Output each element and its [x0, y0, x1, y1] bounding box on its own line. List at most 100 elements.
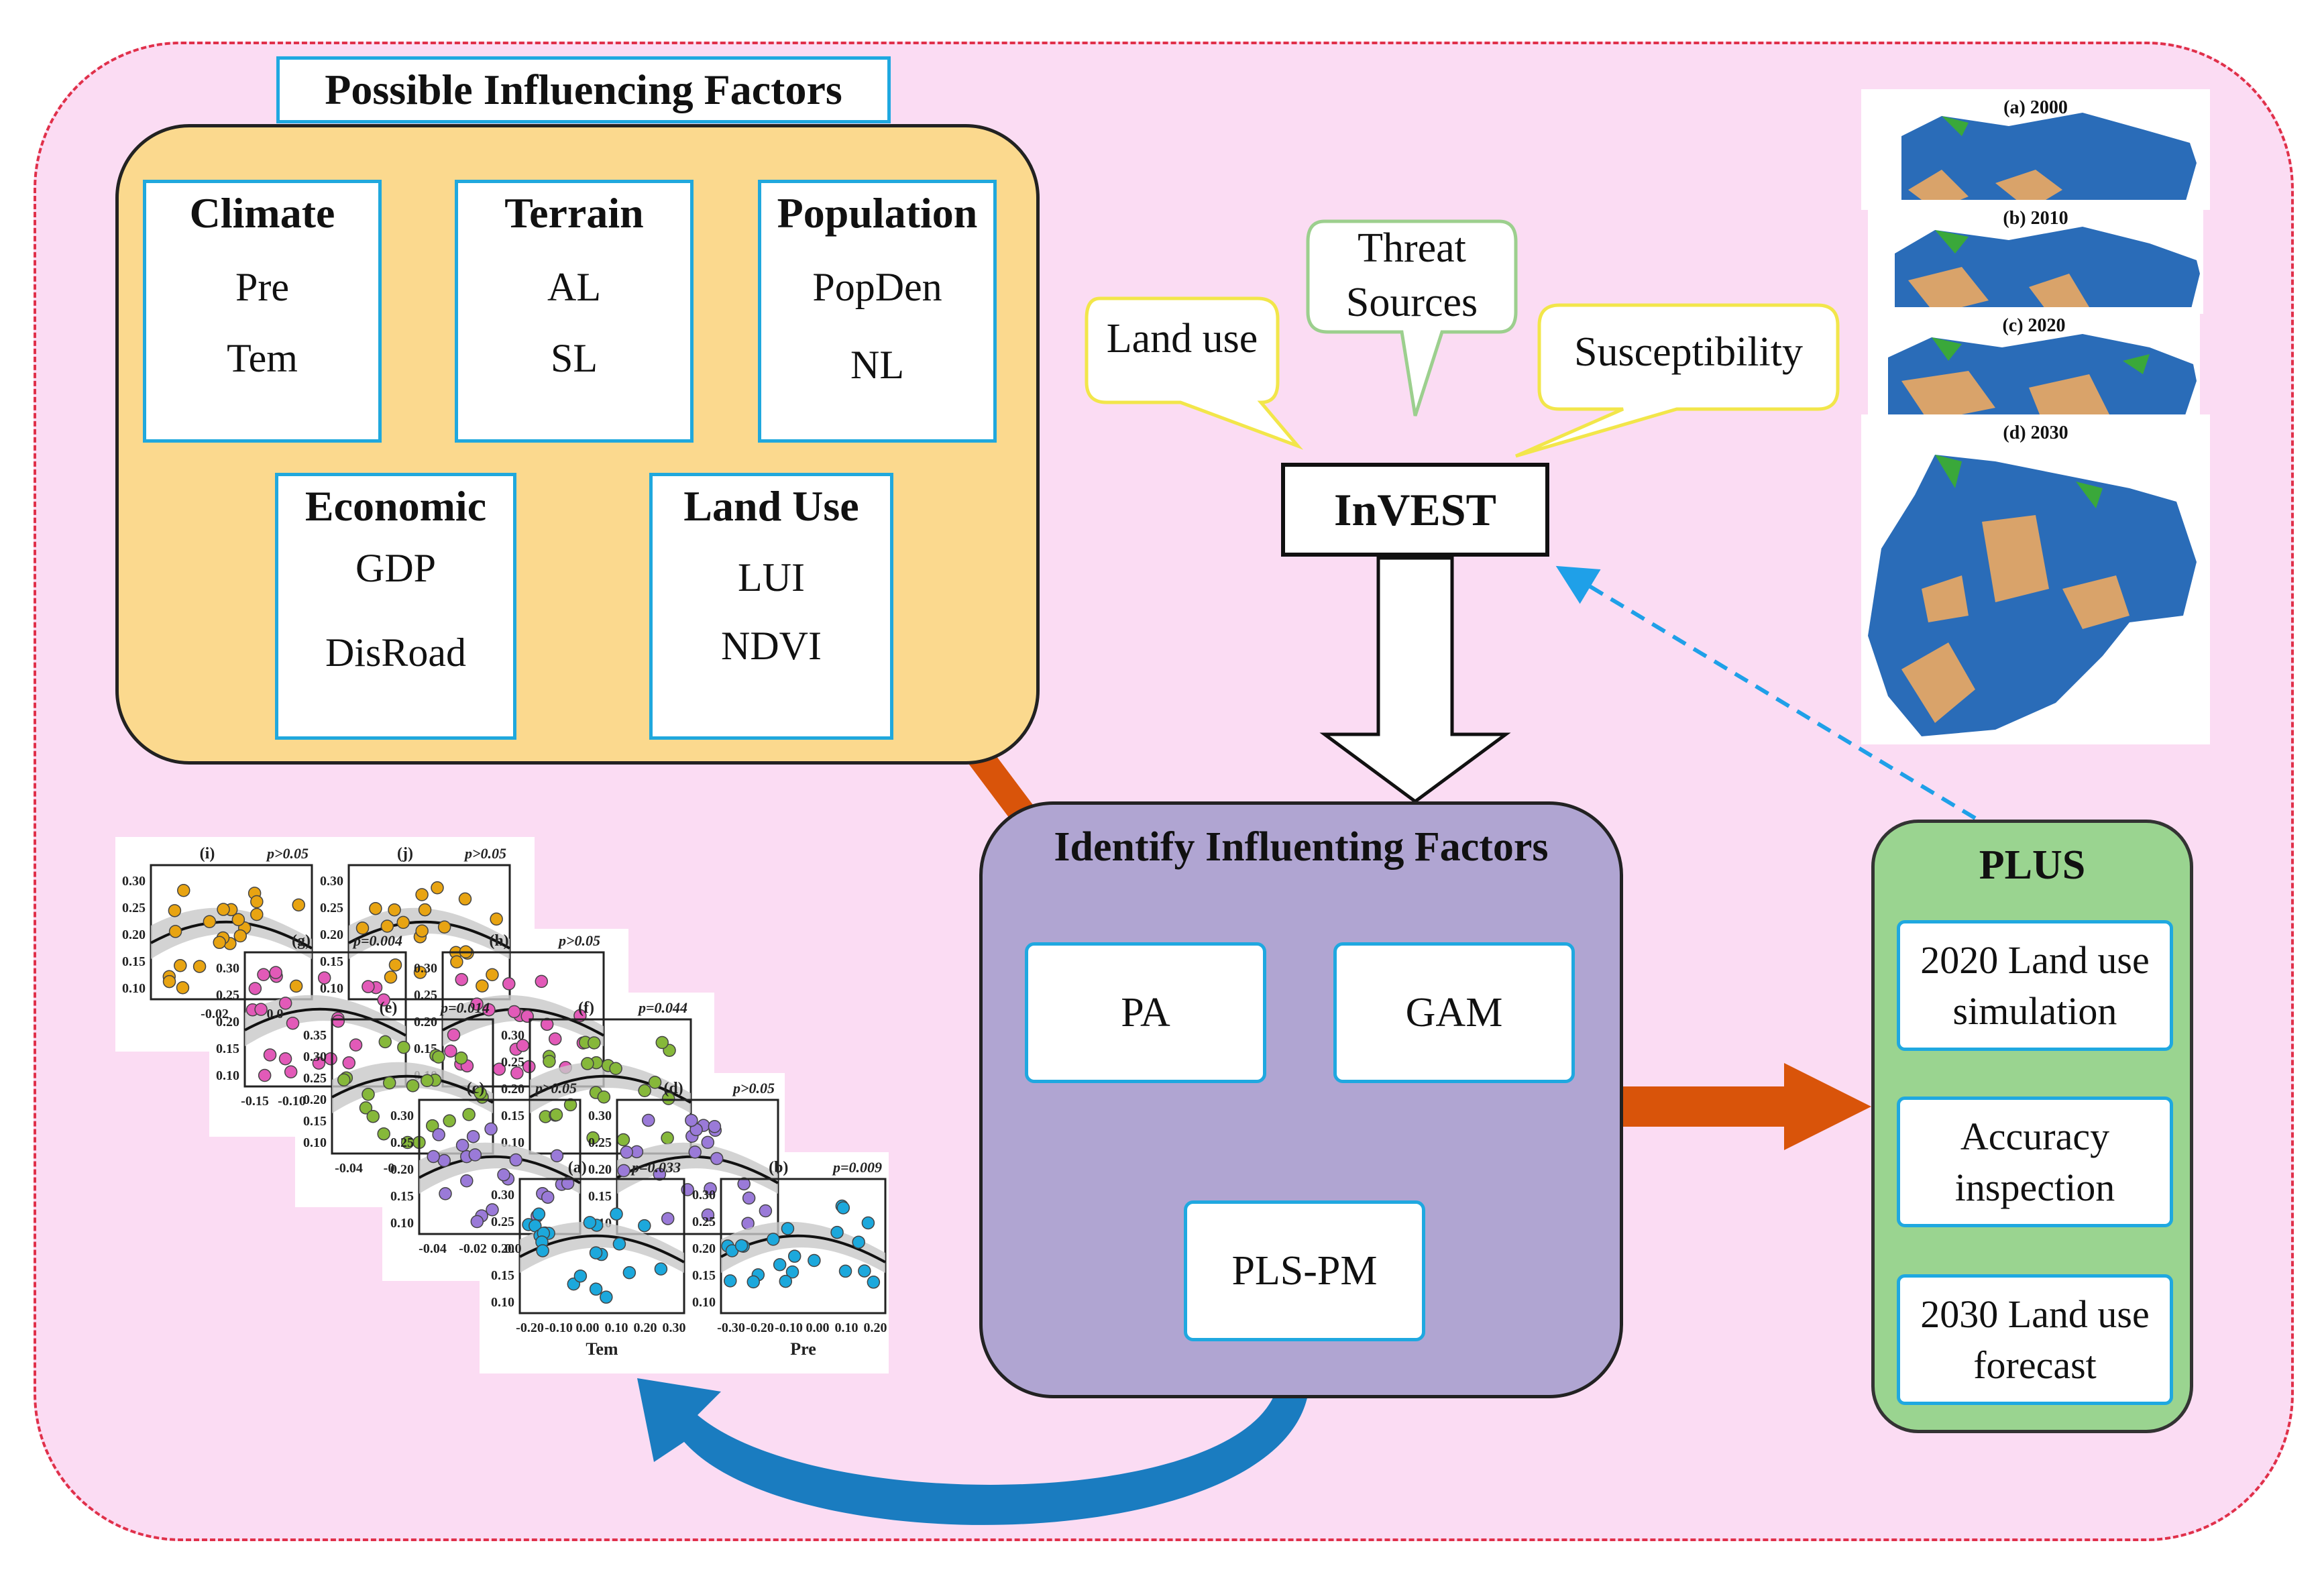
y-tick-label: 0.15: [491, 1268, 514, 1283]
data-point: [852, 1235, 865, 1249]
gam-node: GAM: [1333, 942, 1575, 1083]
data-point: [830, 1225, 844, 1239]
y-tick-label: 0.30: [390, 1109, 414, 1123]
landuse-box: Land Use LUI NDVI: [649, 473, 893, 740]
y-tick-label: 0.10: [320, 981, 343, 996]
fit-line: [616, 1155, 779, 1184]
y-tick-label: 0.25: [216, 988, 239, 1003]
panel-p-value: p>0.05: [463, 845, 506, 862]
data-point: [377, 993, 390, 1007]
plus-step2-line2: inspection: [1954, 1165, 2115, 1209]
x-tick-label: -0: [384, 1161, 395, 1176]
data-point: [581, 1057, 594, 1070]
data-point: [532, 1207, 546, 1221]
data-point: [583, 1216, 597, 1229]
data-point: [617, 1164, 630, 1178]
data-point: [648, 1076, 662, 1089]
data-point: [661, 1212, 675, 1225]
data-point: [289, 979, 303, 993]
data-point: [759, 1204, 773, 1218]
data-point: [324, 1052, 337, 1066]
threat-sources-callout-shape: [1306, 219, 1518, 416]
data-point: [258, 1068, 272, 1082]
data-point: [192, 960, 207, 973]
plus-step2-line1: Accuracy: [1960, 1115, 2110, 1159]
data-point: [510, 1066, 524, 1080]
x-axis-label-tem: Tem: [586, 1339, 618, 1359]
data-point: [836, 1201, 850, 1215]
y-tick-label: 0.30: [692, 1188, 716, 1202]
population-item-nl: NL: [850, 343, 904, 387]
panel-p-value: p=0.004: [352, 932, 402, 949]
data-point: [292, 898, 306, 912]
data-point: [278, 997, 292, 1010]
data-point: [540, 1017, 554, 1031]
confidence-band: [151, 907, 312, 959]
data-point: [654, 1262, 668, 1276]
population-heading: Population: [777, 189, 978, 237]
data-point: [425, 1119, 439, 1133]
y-tick-label: 0.20: [692, 1241, 716, 1256]
pa-node: PA: [1025, 942, 1266, 1083]
plus-step-simulation: 2020 Land use simulation: [1897, 920, 2173, 1051]
data-point: [415, 888, 429, 901]
data-point: [369, 901, 382, 915]
data-point: [773, 1257, 787, 1272]
data-point: [638, 1219, 651, 1233]
panel-label: (d): [663, 1080, 683, 1097]
data-point: [746, 1275, 761, 1289]
data-point: [476, 979, 489, 993]
data-point: [597, 1090, 611, 1104]
confidence-band: [419, 1142, 580, 1194]
data-point: [400, 1135, 414, 1149]
data-point: [838, 1264, 852, 1278]
data-point: [359, 1101, 373, 1115]
data-point: [612, 1237, 626, 1251]
y-tick-label: 0.25: [501, 1055, 524, 1070]
economic-heading: Economic: [305, 482, 487, 530]
data-point: [779, 1274, 793, 1288]
y-tick-label: 0.10: [390, 1216, 414, 1231]
y-tick-label: 0.25: [414, 988, 437, 1003]
panel-label: (b): [769, 1159, 788, 1176]
climate-item-tem: Tem: [227, 336, 298, 380]
plus-step-accuracy: Accuracy inspection: [1897, 1097, 2173, 1227]
y-tick-label: 0.15: [216, 1042, 239, 1056]
economic-item-disroad: DisRoad: [325, 630, 466, 675]
data-point: [661, 1092, 675, 1105]
x-tick-label: 0.20: [864, 1321, 887, 1335]
data-point: [380, 919, 394, 933]
panel-label: (f): [578, 999, 594, 1017]
data-point: [454, 1051, 468, 1065]
data-point: [787, 1249, 801, 1263]
panel-label: (i): [200, 845, 215, 862]
plspm-node: PLS-PM: [1184, 1200, 1425, 1341]
data-point: [609, 1062, 622, 1075]
economic-item-gdp: GDP: [355, 546, 437, 590]
data-point: [337, 1073, 351, 1087]
map-2020-graphic: [1888, 334, 2197, 421]
data-point: [486, 968, 499, 982]
y-tick-label: 0.20: [320, 928, 343, 942]
data-point: [312, 1056, 326, 1070]
map-label-2010: (b) 2010: [2003, 208, 2068, 229]
data-point: [421, 1074, 434, 1088]
fit-line: [348, 920, 510, 950]
x-tick-label: -0.20: [516, 1321, 544, 1335]
data-point: [388, 903, 401, 917]
threat-sources-callout: Threat Sources: [1308, 221, 1516, 329]
panel-label: (j): [397, 845, 413, 862]
x-tick-label: 0.10: [605, 1321, 628, 1335]
terrain-item-sl: SL: [550, 336, 598, 380]
data-point: [432, 1128, 445, 1141]
data-point: [536, 1244, 549, 1257]
y-tick-label: 0.30: [491, 1188, 514, 1202]
data-point: [168, 904, 182, 917]
data-point: [724, 1274, 737, 1288]
population-box: Population PopDen NL: [758, 180, 997, 443]
data-point: [355, 921, 370, 935]
data-point: [233, 929, 247, 943]
susceptibility-callout: Susceptibility: [1574, 329, 1803, 375]
x-tick-label: -0.04: [335, 1161, 363, 1176]
